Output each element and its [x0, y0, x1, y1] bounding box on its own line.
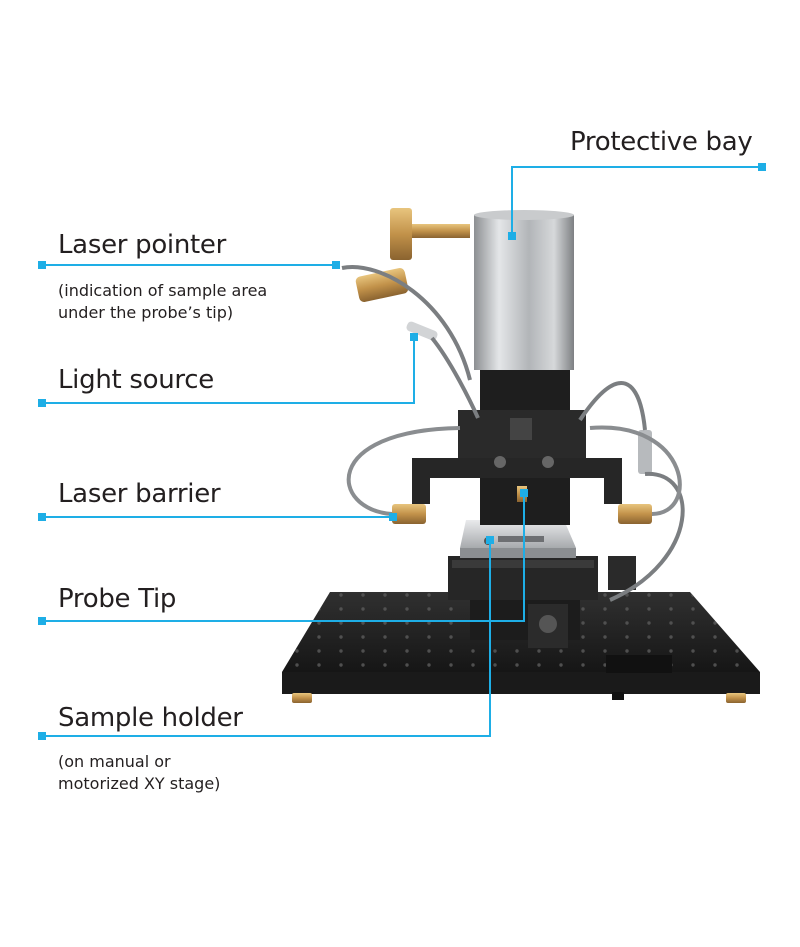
leader-endpoints	[38, 163, 766, 740]
sublabel-laser-pointer: (indication of sample area under the pro…	[58, 281, 268, 322]
label-light-source: Light source	[58, 365, 214, 395]
laser-barrier-arms	[346, 425, 682, 524]
leader-light-source	[42, 337, 415, 404]
sample-holder-device	[460, 520, 576, 558]
light-source-wand	[406, 321, 685, 602]
sublabel-sample-holder: (on manual or motorized XY stage)	[58, 752, 221, 793]
label-laser-barrier: Laser barrier	[58, 479, 221, 509]
label-sample-holder: Sample holder	[58, 703, 243, 733]
leader-sample-holder	[42, 540, 491, 737]
label-laser-pointer: Laser pointer	[58, 230, 227, 260]
label-probe-tip: Probe Tip	[58, 584, 177, 614]
laser-pointer-assembly	[341, 208, 472, 381]
leader-lines	[42, 166, 762, 737]
leader-protective-bay	[511, 166, 762, 236]
label-protective-bay: Protective bay	[570, 127, 753, 157]
column	[412, 365, 622, 525]
leader-probe-tip	[42, 493, 525, 622]
protective-bay-cylinder	[474, 210, 574, 370]
